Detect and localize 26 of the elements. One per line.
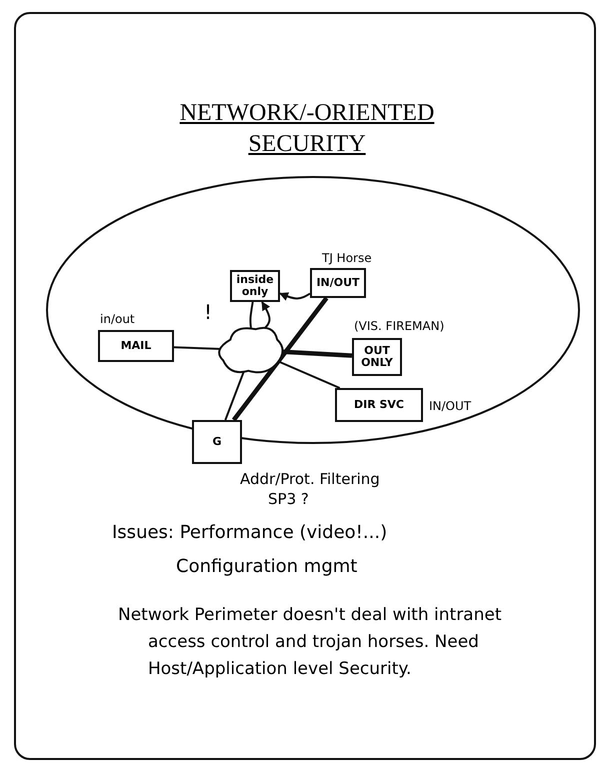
- connector-line: [278, 360, 340, 389]
- exclamation-mark: !: [204, 300, 212, 324]
- node-caption: TJ Horse: [322, 251, 372, 265]
- connector-line: [224, 370, 245, 420]
- note-text: SP3 ?: [268, 490, 309, 508]
- box-label: OUT ONLY: [360, 344, 394, 370]
- connector-line: [282, 349, 352, 358]
- note-text: Issues: Performance (video!...): [112, 522, 388, 543]
- box-label: MAIL: [120, 340, 152, 352]
- node-caption: Addr/Prot. Filtering: [240, 470, 380, 488]
- title: NETWORK/-ORIENTED SECURITY: [178, 99, 436, 160]
- perimeter-oval: [46, 176, 580, 444]
- node-caption: in/out: [100, 312, 135, 326]
- box-label: G: [212, 436, 222, 448]
- connector-line: [232, 296, 328, 422]
- node-caption: IN/OUT: [429, 399, 472, 413]
- note-text: Configuration mgmt: [176, 556, 358, 577]
- box-label: IN/OUT: [316, 276, 360, 290]
- connector-line: [249, 302, 254, 328]
- service-box: [230, 270, 280, 302]
- note-paragraph: Network Perimeter doesn't deal with intranet access control and trojan horses. Need Host/Application level Security.: [118, 604, 502, 682]
- connector-line: [174, 346, 222, 350]
- box-label: DIR SVC: [354, 398, 404, 412]
- node-caption: (VIS. FIREMAN): [354, 319, 444, 333]
- box-label: inside only: [235, 274, 275, 298]
- arrow: [279, 292, 311, 301]
